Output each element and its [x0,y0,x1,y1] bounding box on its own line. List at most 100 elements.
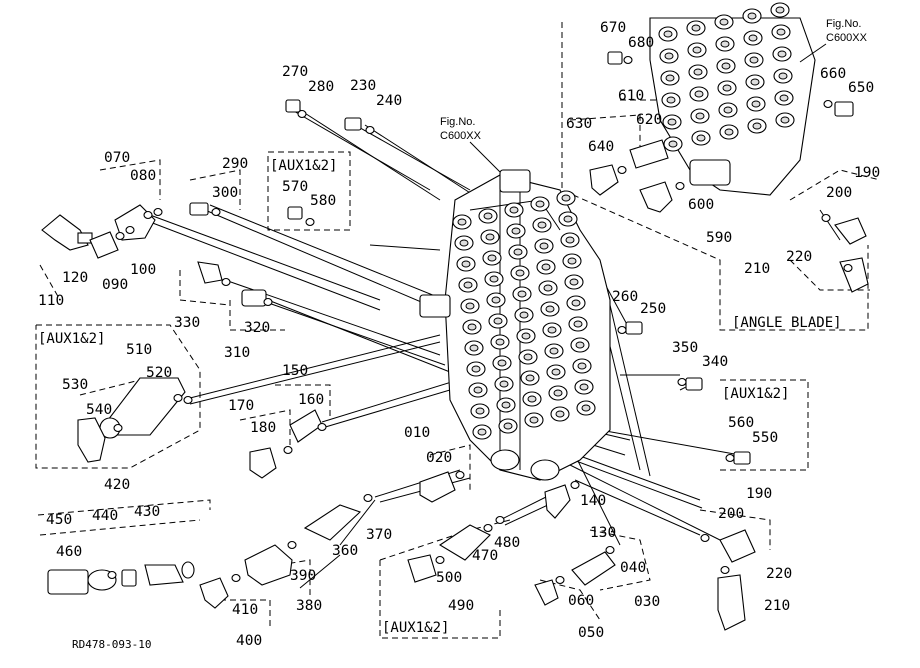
valve-spool-core [573,320,583,328]
part-number: 070 [104,150,130,166]
group-outlines [35,22,881,639]
part-number: 220 [766,566,792,582]
valve-spool-core [666,96,676,104]
o-ring [283,445,293,455]
valve-spool-core [465,302,475,310]
valve-spool-core [545,305,555,313]
o-ring [305,217,315,227]
part-number: 270 [282,64,308,80]
aux-label: [AUX1&2] [38,331,105,347]
part-number: 590 [706,230,732,246]
valve-spool-core [485,233,495,241]
o-ring [720,565,730,575]
diagram-code: RD478-093-10 [72,638,151,651]
valve-spool-core [748,34,758,42]
valve-spool-core [515,269,525,277]
valve-spool-core [555,410,565,418]
part-number: 150 [282,363,308,379]
valve-spool-core [720,40,730,48]
valve-spool-core [724,128,734,136]
o-ring [107,570,117,580]
valve-spool-core [509,206,519,214]
part-number: 480 [494,535,520,551]
hose-lines [149,109,841,589]
valve-spool-core [547,326,557,334]
valve-spool-core [719,18,729,26]
valve-spool-core [551,368,561,376]
part-number: 540 [86,402,112,418]
part-number: 440 [92,508,118,524]
valve-spool-core [493,317,503,325]
part-number: 180 [250,420,276,436]
valve-spool-core [664,52,674,60]
valve-spool-core [521,332,531,340]
svg-text:Fig.No.: Fig.No. [440,116,475,128]
valve-spool-core [694,90,704,98]
part-number: 640 [588,139,614,155]
part-number: 550 [752,430,778,446]
part-number: 080 [130,168,156,184]
part-number: 570 [282,179,308,195]
valve-spool-core [752,122,762,130]
part-number: 400 [236,633,262,649]
part-number: 330 [174,315,200,331]
valve-spool-core [721,62,731,70]
part-number: 090 [102,277,128,293]
valve-spool-core [469,344,479,352]
o-ring [623,55,633,65]
part-number: 210 [744,261,770,277]
part-number: 320 [244,320,270,336]
valve-spool-core [749,56,759,64]
part-number: 610 [618,88,644,104]
aux-label: [AUX1&2] [270,158,337,174]
valve-spool-core [489,275,499,283]
part-number: 170 [228,398,254,414]
valve-spool-core [543,284,553,292]
o-ring [287,540,297,550]
valve-spool-core [776,28,786,36]
valve-spool-core [459,239,469,247]
svg-text:C600XX: C600XX [826,32,868,44]
valve-spool-core [579,383,589,391]
valve-spool-core [780,116,790,124]
part-number: 030 [634,594,660,610]
valve-spool-core [571,299,581,307]
valve-spool-core [750,78,760,86]
valve-spool-core [463,281,473,289]
part-number: 360 [332,543,358,559]
valve-spool-core [751,100,761,108]
valve-spool-core [527,395,537,403]
valve-spool-core [473,386,483,394]
part-number: 500 [436,570,462,586]
part-number: 430 [134,504,160,520]
part-number: 560 [728,415,754,431]
part-number: 680 [628,35,654,51]
part-number: 580 [310,193,336,209]
valve-spool-core [501,401,511,409]
control-valve-upper [649,2,816,196]
o-ring [221,277,231,287]
o-ring [365,125,375,135]
o-ring [617,325,627,335]
part-number: 110 [38,293,64,309]
valve-spool-core [775,6,785,14]
valve-spool-core [529,416,539,424]
valve-spool-core [519,311,529,319]
valve-spool-core [663,30,673,38]
part-number: 280 [308,79,334,95]
valve-spool-core [565,236,575,244]
valve-spool-core [549,347,559,355]
part-labels: 670 680 660 650 610 620 630 640 600 590 … [38,20,880,649]
valve-spool-core [525,374,535,382]
o-ring [297,109,307,119]
valve-spool-core [747,12,757,20]
valve-spool-core [539,242,549,250]
part-number: 020 [426,450,452,466]
part-number: 200 [718,506,744,522]
o-ring [435,555,445,565]
o-ring [211,207,221,217]
angle-blade-label: [ANGLE BLADE] [732,315,842,331]
valve-spool-core [575,341,585,349]
part-number: 420 [104,477,130,493]
part-number: 410 [232,602,258,618]
